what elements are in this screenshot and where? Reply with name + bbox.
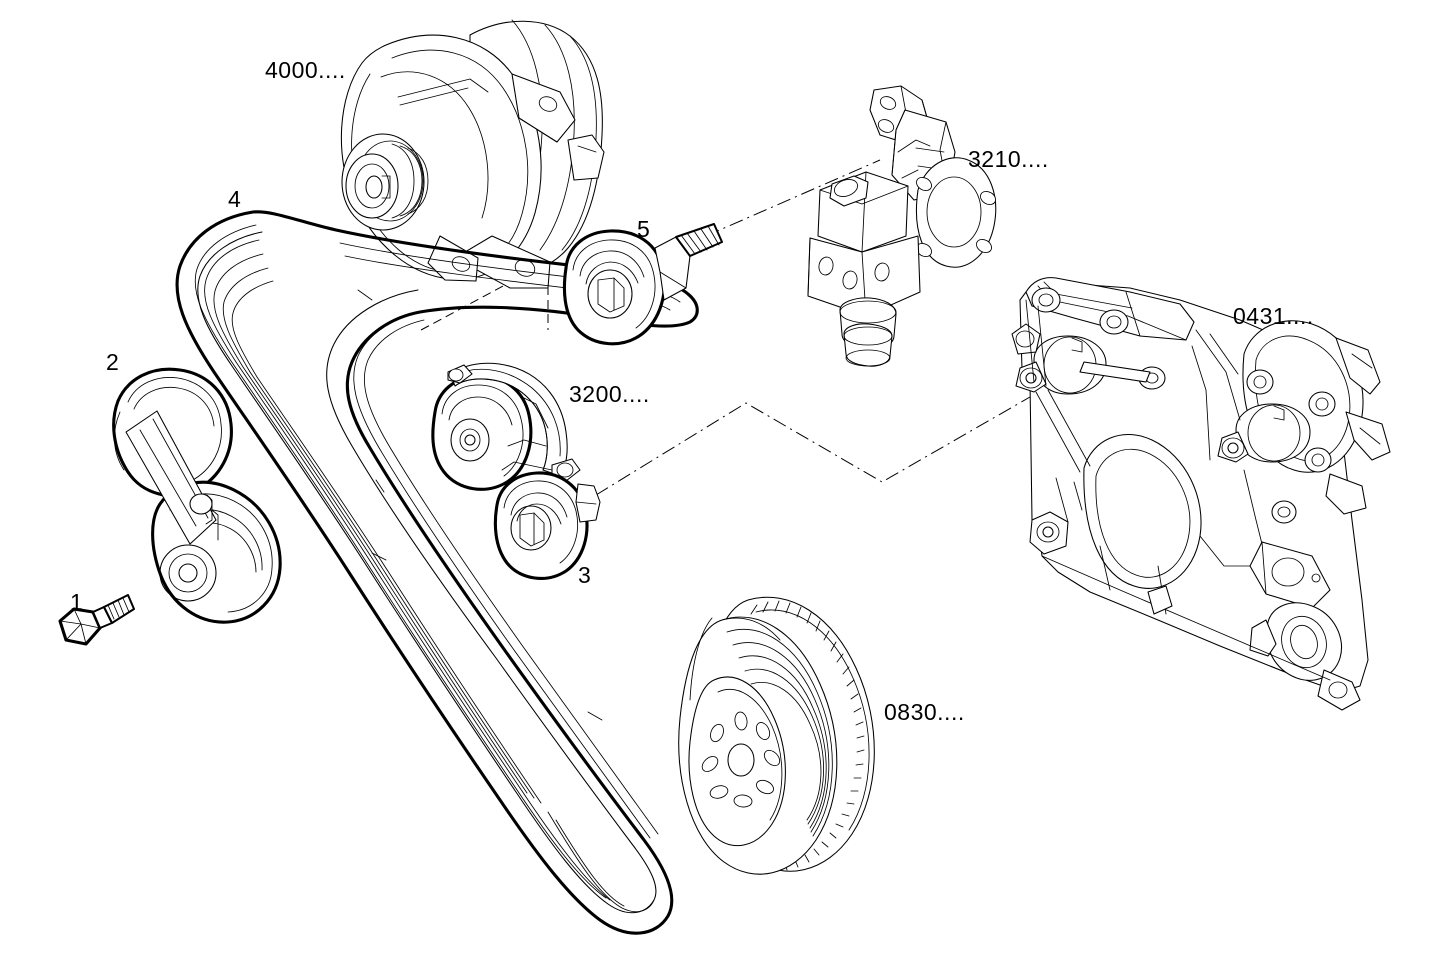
item-number-tensioner-pulley: 5 [637, 216, 650, 242]
timing-front-cover-housing [1011, 277, 1391, 711]
item-number-bolt: 1 [70, 589, 83, 615]
leader-line-pulley5-to-vacuum-pump [705, 159, 881, 237]
part-code-alternator: 4000.... [265, 57, 346, 83]
vacuum-pump-assembly [807, 85, 997, 367]
crankshaft-vibration-damper-pulley [678, 596, 875, 875]
item-number-tensioner-assembly: 2 [106, 349, 119, 375]
part-code-belt-tensioner: 3200.... [569, 381, 650, 407]
belt-tensioner-assembly [112, 367, 282, 624]
automatic-belt-tensioner [431, 362, 581, 491]
part-code-front-cover: 0431.... [1233, 303, 1314, 329]
part-code-vacuum-pump: 3210.... [968, 146, 1049, 172]
item-number-drive-belt: 4 [228, 186, 241, 212]
idler-pulley [493, 471, 601, 580]
part-code-crank-pulley: 0830.... [884, 699, 965, 725]
tensioner-pulley-with-stud [562, 223, 723, 346]
item-number-idler-pulley: 3 [578, 562, 591, 588]
alternator-generator [340, 19, 605, 289]
leader-line-idler3-to-front-cover [595, 396, 1031, 496]
hex-flange-bolt [58, 594, 135, 646]
